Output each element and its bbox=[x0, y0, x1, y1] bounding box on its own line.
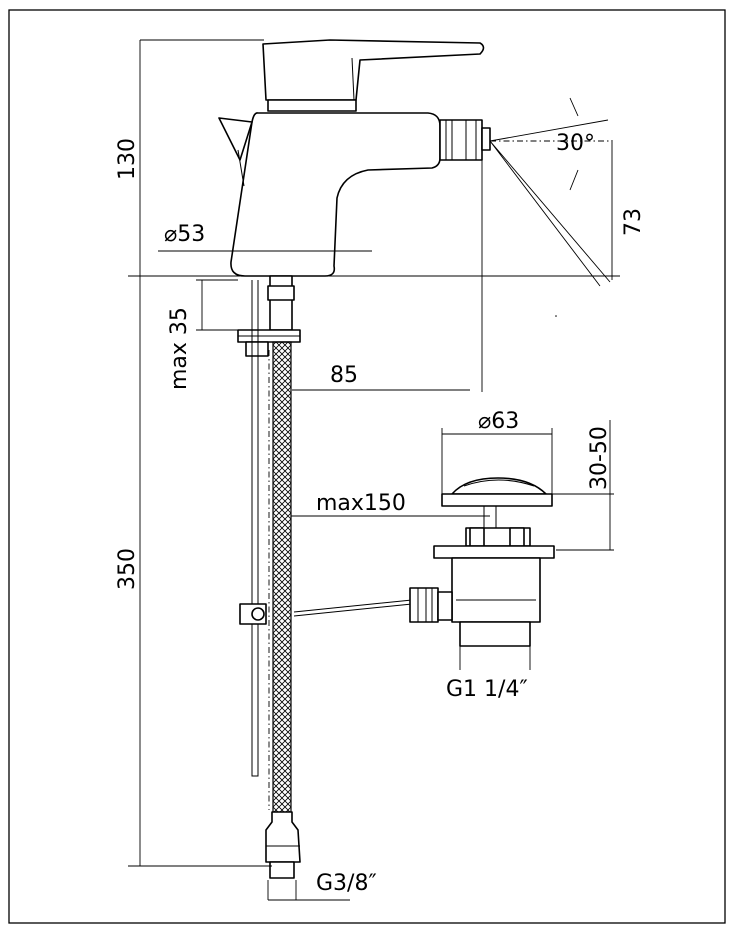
linkage-nut bbox=[409, 587, 439, 623]
spray-nozzle bbox=[439, 119, 483, 161]
clamp-screw bbox=[251, 607, 265, 621]
dim-350-label: 350 bbox=[115, 548, 140, 590]
dim-85: 85 bbox=[292, 160, 483, 392]
linkage-nut-ribs bbox=[417, 588, 433, 622]
waste-lower-flange bbox=[433, 545, 555, 559]
waste-tab-right bbox=[509, 527, 525, 547]
pop-up-rod bbox=[251, 280, 259, 777]
waste-flange bbox=[441, 493, 553, 507]
dim-30-50-label: 30-50 bbox=[587, 426, 612, 490]
waste-tab-left bbox=[469, 527, 485, 547]
plug-top bbox=[463, 479, 535, 487]
pop-up-waste bbox=[239, 477, 555, 647]
dim-73-label: 73 bbox=[621, 208, 646, 236]
linkage-body bbox=[437, 591, 453, 621]
dim-85-label: 85 bbox=[330, 363, 358, 388]
pop-up-rod-top bbox=[237, 149, 245, 187]
dim-g38-label: G3/8″ bbox=[316, 871, 377, 896]
hose-braid bbox=[272, 341, 292, 813]
dim-g114: G1 1/4″ bbox=[446, 646, 531, 702]
mounting bbox=[237, 275, 301, 777]
waste-tailpiece bbox=[459, 621, 531, 647]
dim-dia53-label: ⌀53 bbox=[164, 222, 205, 247]
nozzle-ribs bbox=[445, 120, 477, 160]
dim-angle-label: 30° bbox=[556, 131, 595, 156]
waste-plug bbox=[451, 477, 547, 495]
faucet bbox=[218, 39, 491, 277]
stem-nut bbox=[267, 285, 295, 301]
dim-30-50: 30-50 bbox=[548, 420, 614, 551]
dim-73: 73 bbox=[611, 140, 646, 280]
dim-max35-label: max 35 bbox=[167, 307, 192, 390]
hose-fitting bbox=[265, 811, 301, 863]
handle-collar bbox=[267, 99, 357, 112]
threaded-stem bbox=[269, 275, 293, 331]
dim-g114-label: G1 1/4″ bbox=[446, 677, 528, 702]
dim-max150: max150 bbox=[291, 491, 490, 517]
nozzle-head bbox=[481, 127, 491, 151]
handle-detail bbox=[351, 57, 355, 101]
dim-dia63-label: ⌀63 bbox=[478, 409, 519, 434]
dim-130: 130 bbox=[115, 39, 620, 277]
dim-350: 350 bbox=[115, 276, 272, 867]
dim-angle: 30° bbox=[489, 97, 612, 287]
dim-dia53: ⌀53 bbox=[158, 222, 372, 252]
plug-stem bbox=[483, 506, 497, 528]
dim-max150-label: max150 bbox=[316, 491, 406, 516]
linkage-rod bbox=[293, 599, 413, 617]
faucet-handle bbox=[262, 39, 485, 101]
drawing-frame bbox=[8, 9, 726, 924]
dim-max35: max 35 bbox=[167, 279, 238, 390]
faucet-body bbox=[230, 112, 441, 277]
stray-dot bbox=[555, 315, 557, 317]
dim-130-label: 130 bbox=[115, 138, 140, 180]
waste-body bbox=[451, 557, 541, 623]
flex-hose bbox=[265, 341, 301, 879]
dim-g38: G3/8″ bbox=[267, 871, 377, 901]
pop-up-knob bbox=[218, 117, 253, 161]
dim-dia63: ⌀63 bbox=[441, 409, 553, 494]
hose-end bbox=[269, 861, 295, 879]
mounting-nut bbox=[245, 341, 269, 357]
